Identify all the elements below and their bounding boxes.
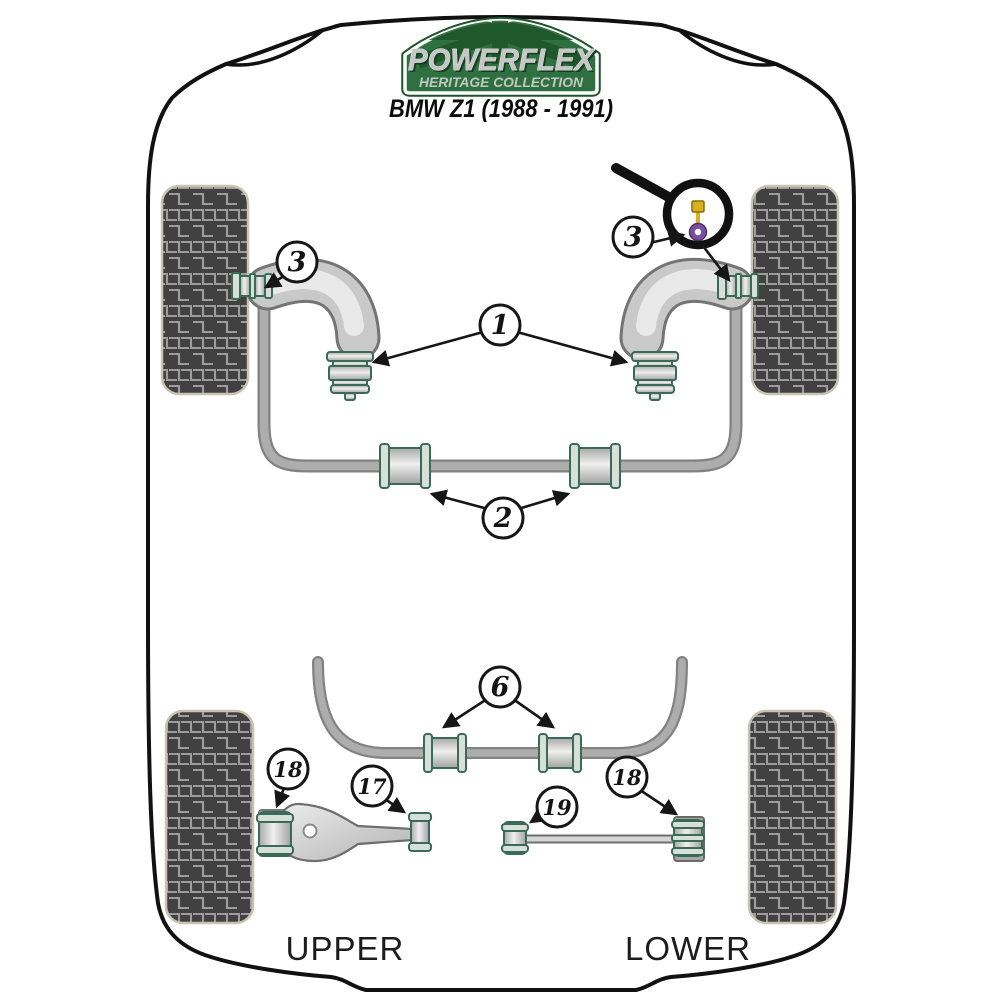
arrow-2-right [517, 490, 571, 511]
callout-18-right-number: 18 [612, 765, 642, 790]
arrow-6-right [512, 697, 556, 729]
tire-rear-right [747, 709, 838, 925]
arrow-1-left [371, 330, 484, 367]
callout-17: 17 [350, 764, 394, 808]
tires [160, 184, 840, 925]
bush-rear-arb-left [423, 733, 467, 773]
bushings [231, 272, 759, 857]
callout-3-right-number: 3 [624, 222, 643, 253]
arrow-1-right [516, 330, 629, 367]
arrow-6-left [441, 697, 488, 729]
brand-name-shadow: POWERFLEX [410, 44, 598, 79]
callout-badges: 1 2 3 3 6 17 18 19 [266, 215, 655, 829]
car-body-outline [146, 15, 856, 992]
callout-3-right: 3 [611, 215, 655, 259]
bush-front-wishbone-front-right [717, 272, 759, 300]
magnifier-handle [611, 163, 679, 205]
upper-group-label: UPPER [286, 930, 405, 967]
arrow-3-right-to-bush [701, 245, 731, 283]
bush-front-arb-right [569, 443, 621, 489]
vehicle-title: BMW Z1 (1988 - 1991) [389, 95, 613, 123]
bush-rear-upper-arm-inner [256, 811, 294, 857]
headlight-right-icon [677, 28, 778, 67]
bush-rear-upper-arm-outer [408, 812, 432, 852]
bush-rear-lower-arm-outer [671, 819, 705, 857]
callout-2: 2 [481, 496, 525, 540]
bush-front-wishbone-rear-left [326, 351, 374, 401]
callout-6-number: 6 [491, 672, 510, 703]
brand-name: POWERFLEX [408, 42, 596, 77]
callout-1-number: 1 [491, 310, 510, 341]
callout-19-number: 19 [542, 795, 572, 820]
union-jack-icon [415, 20, 585, 69]
pin-bolt-icon [688, 200, 708, 242]
front-anti-roll-bar [257, 287, 743, 473]
rear-upper-arm-body [275, 802, 415, 863]
callout-2-number: 2 [493, 503, 513, 534]
callout-18-right: 18 [605, 755, 649, 799]
lower-group-label: LOWER [625, 930, 751, 967]
callout-18-left-number: 18 [273, 757, 303, 782]
magnifier-detail [611, 163, 734, 250]
callout-18-left: 18 [266, 747, 310, 791]
callout-17-number: 17 [357, 774, 387, 799]
bush-rear-arb-right [538, 733, 582, 773]
arrow-18-left [274, 787, 291, 809]
callout-1: 1 [478, 303, 522, 347]
callout-3-left: 3 [275, 240, 319, 284]
arrow-3-right-to-lens [649, 230, 686, 247]
collection-name: HERITAGE COLLECTION [419, 75, 583, 90]
bush-front-arb-left [379, 443, 431, 489]
tire-rear-left [164, 709, 255, 925]
arrow-17 [384, 796, 407, 814]
callout-arrows [263, 230, 731, 824]
headlight-left-icon [224, 28, 325, 67]
tire-front-right [750, 184, 840, 396]
arrow-2-left [429, 489, 489, 511]
rear-upper-arm-hole [302, 823, 318, 839]
callout-19: 19 [535, 785, 579, 829]
callout-6: 6 [478, 665, 522, 709]
powerflex-logo: POWERFLEX POWERFLEX HERITAGE COLLECTION [401, 16, 601, 97]
callout-3-left-number: 3 [288, 247, 307, 278]
front-wishbone-left [245, 257, 381, 361]
bush-rear-lower-arm-inner [501, 821, 529, 855]
bush-front-wishbone-rear-right [631, 351, 679, 401]
arrow-3-left [263, 272, 285, 289]
arrow-18-right [639, 788, 679, 816]
rear-anti-roll-bar [312, 656, 688, 759]
